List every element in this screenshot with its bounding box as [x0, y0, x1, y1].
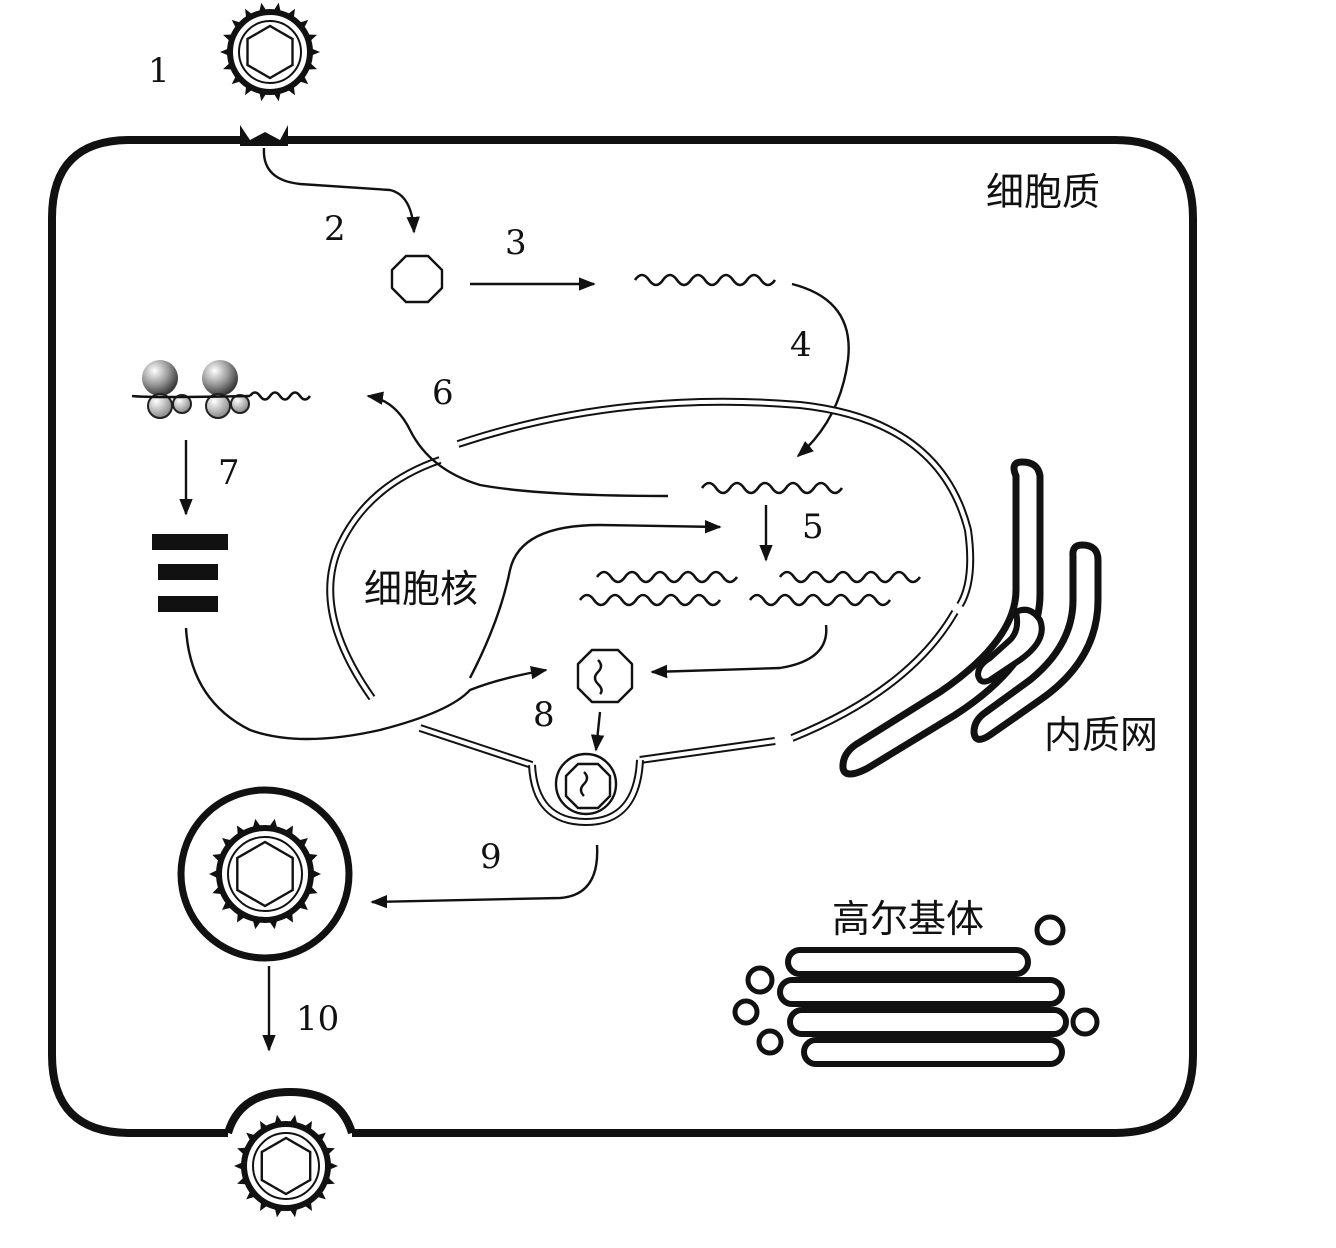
step-label-10: 10: [296, 999, 339, 1039]
step-label-6: 6: [432, 373, 454, 413]
arrow-step-4: [791, 282, 850, 458]
arrow-step-2: [262, 147, 420, 234]
replicated-rna-group: [578, 570, 922, 607]
step-label-7: 7: [218, 453, 240, 493]
golgi-apparatus: [732, 914, 1100, 1067]
viral-rna-nucleus: [700, 481, 844, 495]
arrow-rna-to-capsid: [650, 624, 828, 679]
step-label-2: 2: [324, 209, 346, 249]
nuclear-envelope: [326, 397, 975, 827]
step-label-1: 1: [148, 51, 170, 91]
released-capsid: [390, 254, 444, 304]
budding-capsid: [554, 752, 618, 816]
step-label-5: 5: [802, 507, 824, 547]
assembled-capsid: [576, 648, 634, 704]
receptor: [240, 125, 288, 146]
arrow-protein-import: [468, 520, 722, 679]
virus-particle-released: [234, 1114, 338, 1218]
step-label-4: 4: [790, 325, 812, 365]
ribosome-complex: [131, 360, 312, 419]
virus-in-vesicle: [177, 786, 353, 962]
nucleus-label: 细胞核: [364, 567, 478, 611]
arrow-protein-transport: [184, 627, 548, 741]
step-label-9: 9: [480, 837, 502, 877]
step-label-3: 3: [505, 223, 527, 263]
endoplasmic-reticulum: [839, 458, 1102, 778]
viral-rna-cytoplasm: [633, 273, 777, 287]
cytoplasm-label: 细胞质: [986, 170, 1100, 214]
cell-membrane: [48, 136, 1197, 1137]
step-label-8: 8: [533, 695, 555, 735]
viral-proteins: [152, 534, 228, 612]
golgi-label: 高尔基体: [832, 897, 984, 941]
arrow-step-6: [366, 391, 669, 498]
arrow-step-9: [370, 844, 599, 909]
virus-particle-entering: [220, 2, 320, 102]
er-label: 内质网: [1044, 713, 1158, 757]
arrow-step-8: [590, 711, 605, 752]
